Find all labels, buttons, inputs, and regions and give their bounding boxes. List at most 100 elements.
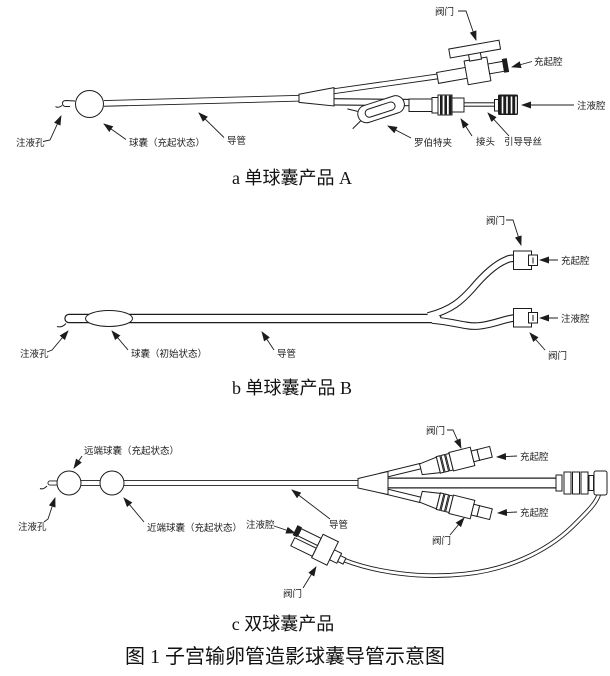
tip-hole-notch — [55, 105, 63, 108]
label-injection-lumen-a: 注液腔 — [577, 100, 606, 112]
connector-cylinder — [451, 97, 465, 113]
label-valve-bottom-c: 阀门 — [283, 588, 302, 600]
label-valve-a: 阀门 — [435, 6, 454, 18]
balloon-inflated — [75, 90, 104, 118]
injection-extension-tube-inner — [343, 493, 601, 578]
proximal-balloon-leader — [123, 497, 145, 523]
stopcock-valve — [436, 39, 510, 86]
connector-leader — [460, 118, 473, 137]
label-catheter-b: 导管 — [277, 348, 296, 360]
inflation-bottom-arrow-c — [497, 509, 518, 517]
connector-ring — [555, 474, 563, 492]
tip-hole-notch-b — [56, 323, 67, 328]
balloon-initial — [85, 310, 133, 327]
robert-clamp — [347, 95, 405, 130]
stopcock-nub-small — [336, 554, 347, 565]
diagram-a: 阀门 充起腔 注液腔 注液孔 球囊（充起状态） 导管 罗伯特夹 接头 引导导丝 … — [16, 6, 606, 188]
catheter-leader-b — [261, 331, 275, 351]
label-injection-hole-b: 注液孔 — [20, 348, 49, 360]
stopcock-barrel — [436, 66, 469, 84]
bifurcation-cone-c — [357, 470, 389, 496]
rib — [448, 95, 452, 115]
caption-c: c 双球囊产品 — [232, 614, 335, 634]
tip-hole-notch-c — [39, 485, 48, 490]
label-inflation-bottom-c: 充起腔 — [520, 507, 549, 519]
connector-barrel — [408, 98, 433, 112]
inflation-branch-b-inner — [427, 255, 516, 319]
proximal-balloon — [99, 470, 125, 496]
distal-balloon-leader — [73, 455, 83, 469]
guide-wire-leader — [487, 112, 510, 137]
label-valve-top-b: 阀门 — [486, 215, 505, 227]
stopcock-body — [463, 56, 492, 86]
valve-mid-leader-c — [449, 517, 465, 536]
cap-knurling — [501, 96, 517, 114]
caption-b: b 单球囊产品 B — [232, 378, 352, 398]
valve-bottom-leader-b — [529, 332, 546, 351]
label-valve-bottom-b: 阀门 — [548, 350, 567, 362]
connector-collar — [431, 97, 439, 114]
label-robert-clamp: 罗伯特夹 — [414, 137, 453, 149]
injection-hole-leader-c — [43, 497, 56, 523]
distal-balloon — [56, 470, 82, 496]
luer-rib — [435, 455, 445, 474]
bifurcation-hub — [298, 86, 335, 107]
injection-port-cap — [498, 94, 518, 115]
label-injection-lumen-c: 注液腔 — [246, 519, 275, 531]
inflation-arrow-a — [511, 61, 533, 68]
diagram-b: 阀门 充起腔 注液腔 阀门 注液孔 球囊（初始状态） 导管 b 单球囊产品 B — [20, 215, 590, 398]
label-guide-wire: 引导导丝 — [504, 136, 542, 148]
valve-leader-a — [458, 10, 477, 41]
label-balloon-a: 球囊（充起状态） — [129, 137, 205, 149]
injection-stopcock — [290, 525, 347, 566]
balloon-leader-b — [111, 330, 129, 351]
label-catheter-a: 导管 — [227, 135, 246, 147]
luer-rib — [440, 454, 450, 473]
label-distal-balloon: 远端球囊（充起状态） — [84, 445, 179, 457]
clamp-leader — [387, 125, 412, 139]
inflation-luer-bottom — [418, 490, 493, 521]
stopcock-handle — [448, 39, 502, 59]
connector-ring — [572, 471, 580, 495]
catheter-shaft-inner — [103, 95, 302, 106]
connector-end-cap — [593, 470, 608, 496]
label-injection-hole-c: 注液孔 — [18, 521, 47, 533]
injection-hole-leader-a — [42, 115, 62, 142]
luer-tip — [476, 445, 493, 461]
label-valve-top-c: 阀门 — [426, 425, 445, 437]
label-connector: 接头 — [476, 136, 495, 148]
inflation-top-arrow-c — [496, 453, 518, 461]
valve-bottom-leader-c — [302, 566, 317, 589]
label-inflation-lumen-b: 充起腔 — [561, 255, 590, 267]
balloon-leader-a — [103, 123, 127, 140]
guide-wire-shaft — [463, 102, 498, 107]
figure-caption: 图 1 子宫输卵管造影球囊导管示意图 — [125, 645, 445, 668]
stopcock-port-tick — [501, 58, 510, 73]
proximal-end-connector — [555, 470, 608, 496]
stopcock-port — [487, 60, 506, 75]
label-injection-lumen-b: 注液腔 — [561, 313, 590, 325]
label-proximal-balloon: 近端球囊（充起状态） — [147, 522, 242, 534]
rib — [444, 95, 447, 115]
catheter-leader-c — [291, 489, 331, 520]
injection-hole-leader-b — [46, 330, 69, 353]
connector-ring — [580, 471, 589, 495]
luer-rib — [440, 493, 450, 512]
connector-ring — [563, 471, 572, 495]
label-catheter-c: 导管 — [329, 519, 348, 531]
connector-ring — [588, 475, 594, 491]
valve-top-leader-b — [506, 219, 522, 246]
label-valve-mid-c: 阀门 — [432, 535, 451, 547]
caption-a: a 单球囊产品 A — [232, 168, 352, 188]
luer-tip — [476, 505, 493, 521]
injection-branch-b-inner — [431, 315, 516, 329]
cap-collar — [494, 99, 499, 112]
inflation-luer-top — [418, 445, 493, 476]
label-inflation-lumen-a: 充起腔 — [534, 56, 563, 68]
clamp-slot — [364, 101, 396, 118]
catheter-leader-a — [198, 112, 225, 138]
inflation-tube-inner — [331, 73, 447, 94]
label-injection-hole-a: 注液孔 — [16, 137, 45, 149]
catheter-tip — [61, 99, 76, 107]
